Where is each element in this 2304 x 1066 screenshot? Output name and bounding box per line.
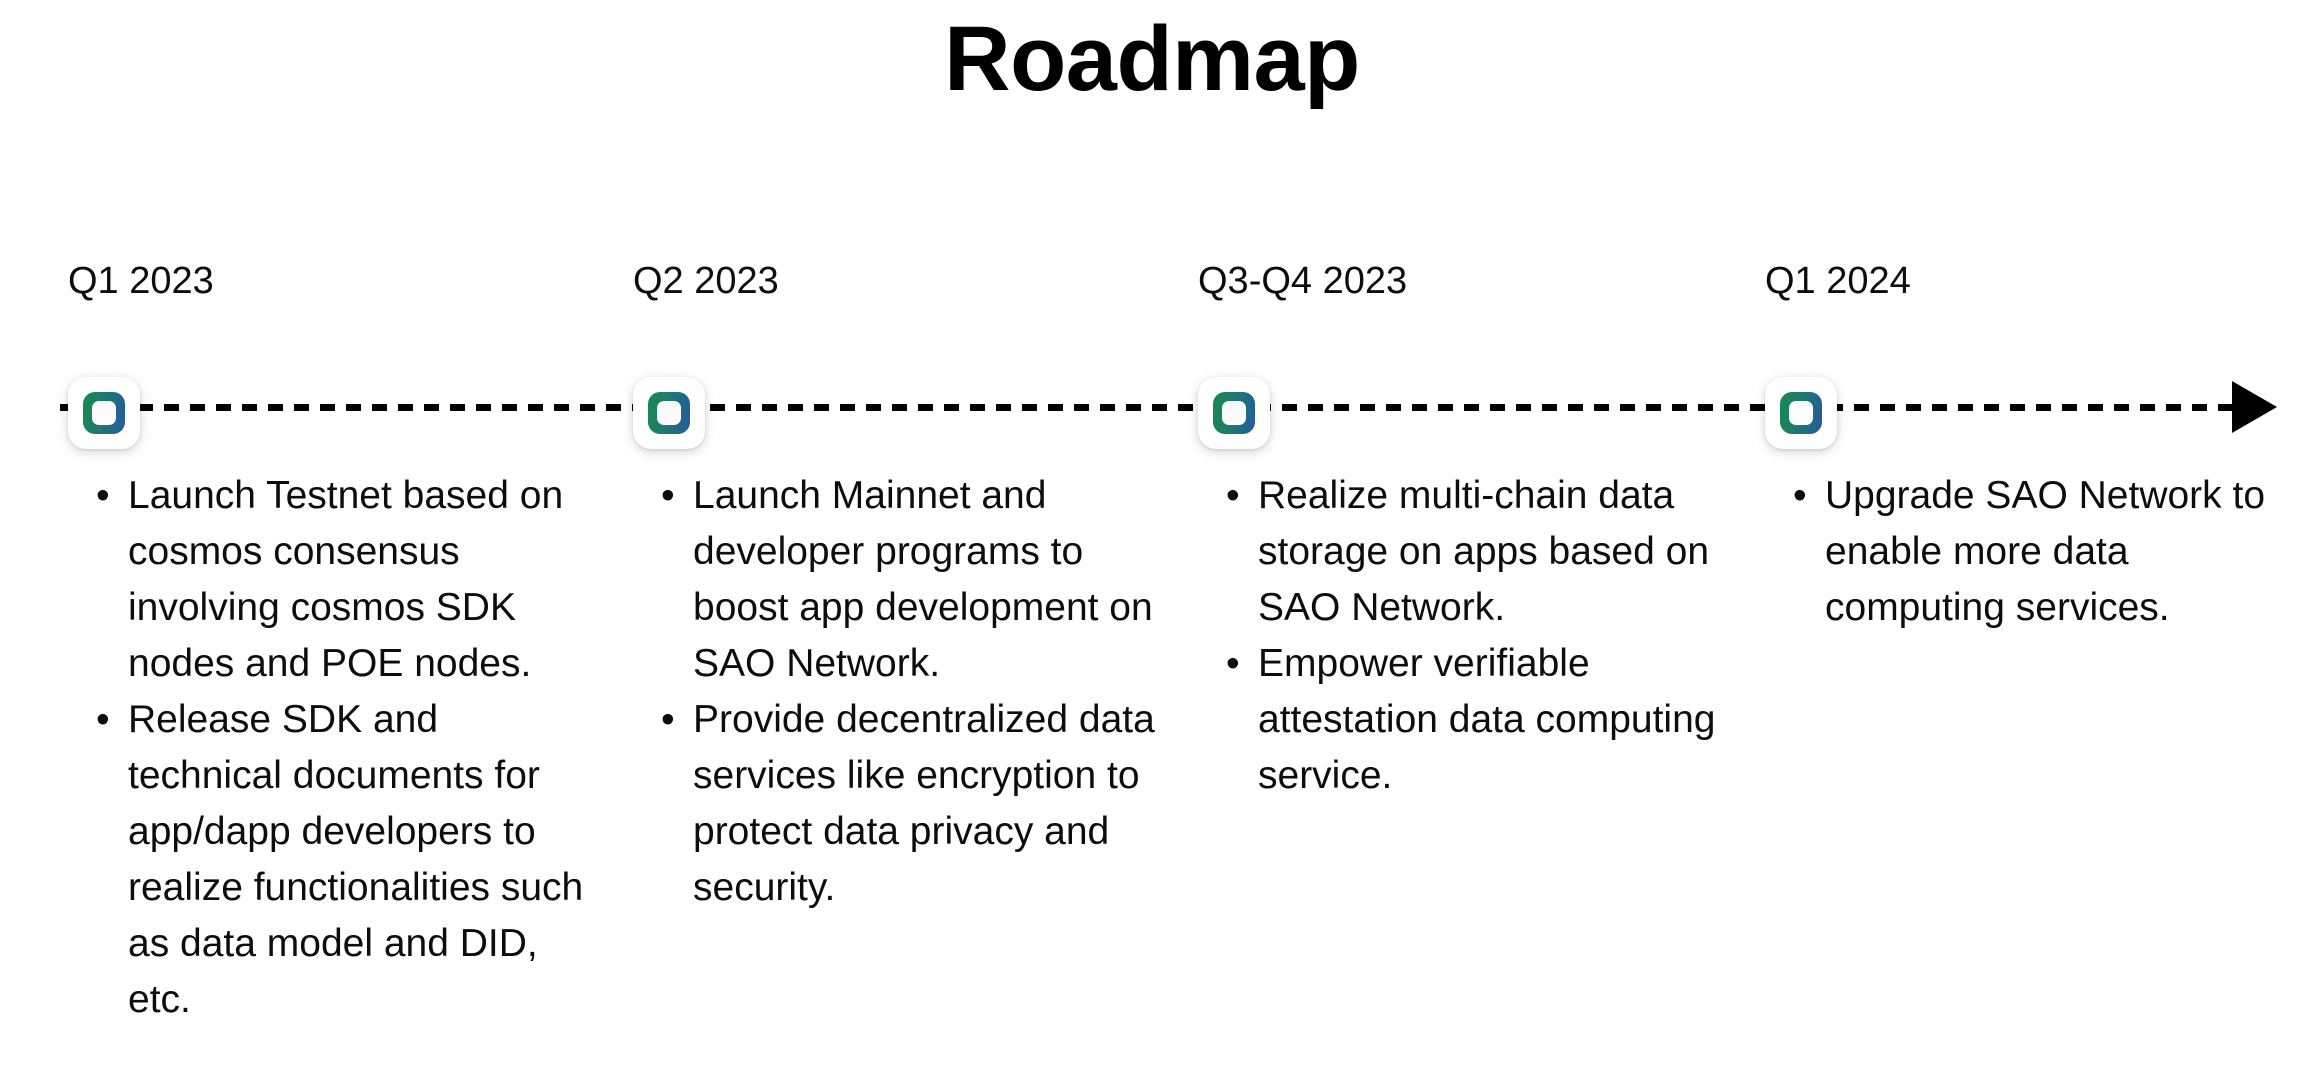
milestone-marker-core <box>657 401 681 425</box>
milestone-bullet-list: • Launch Testnet based on cosmos consensu… <box>72 468 602 1028</box>
timeline-arrow-icon <box>2232 381 2277 433</box>
milestone-label: Q2 2023 <box>633 260 779 302</box>
list-item-text: Realize multi-chain data storage on apps… <box>1258 474 1710 629</box>
milestone-label: Q1 2024 <box>1765 260 1911 302</box>
list-item-text: Release SDK and technical documents for … <box>128 698 584 1021</box>
list-item-text: Upgrade SAO Network to enable more data … <box>1825 474 2266 629</box>
list-item: • Provide decentralized data services lik… <box>637 692 1167 916</box>
milestone-marker-icon[interactable] <box>1765 377 1837 449</box>
milestone-marker-ring <box>1213 392 1255 434</box>
bullet-icon: • <box>1226 474 1240 517</box>
milestone-bullet-list: • Upgrade SAO Network to enable more data… <box>1769 468 2299 636</box>
list-item-text: Empower verifiable attestation data comp… <box>1258 642 1716 797</box>
bullet-icon: • <box>661 698 675 741</box>
bullet-icon: • <box>661 474 675 517</box>
list-item: • Release SDK and technical documents for… <box>72 692 602 1028</box>
list-item: • Realize multi-chain data storage on app… <box>1202 468 1732 636</box>
milestone-marker-core <box>1222 401 1246 425</box>
milestone-marker-icon[interactable] <box>68 377 140 449</box>
timeline-dashed-line <box>60 404 2256 411</box>
list-item: • Launch Mainnet and developer programs t… <box>637 468 1167 692</box>
milestone-marker-ring <box>83 392 125 434</box>
list-item: • Launch Testnet based on cosmos consensu… <box>72 468 602 692</box>
milestone-marker-core <box>92 401 116 425</box>
bullet-icon: • <box>96 474 110 517</box>
milestone-marker-ring <box>648 392 690 434</box>
page-title: Roadmap <box>944 8 1360 110</box>
bullet-icon: • <box>96 698 110 741</box>
milestone-marker-icon[interactable] <box>1198 377 1270 449</box>
milestone-label: Q3-Q4 2023 <box>1198 260 1408 302</box>
milestone-bullet-list: • Launch Mainnet and developer programs t… <box>637 468 1167 916</box>
milestone-marker-icon[interactable] <box>633 377 705 449</box>
list-item-text: Launch Mainnet and developer programs to… <box>693 474 1153 685</box>
list-item: • Upgrade SAO Network to enable more data… <box>1769 468 2299 636</box>
milestone-label: Q1 2023 <box>68 260 214 302</box>
bullet-icon: • <box>1226 642 1240 685</box>
list-item-text: Provide decentralized data services like… <box>693 698 1155 909</box>
list-item-text: Launch Testnet based on cosmos consensus… <box>128 474 564 685</box>
milestone-marker-core <box>1789 401 1813 425</box>
milestone-marker-ring <box>1780 392 1822 434</box>
bullet-icon: • <box>1793 474 1807 517</box>
milestone-bullet-list: • Realize multi-chain data storage on app… <box>1202 468 1732 804</box>
list-item: • Empower verifiable attestation data com… <box>1202 636 1732 804</box>
